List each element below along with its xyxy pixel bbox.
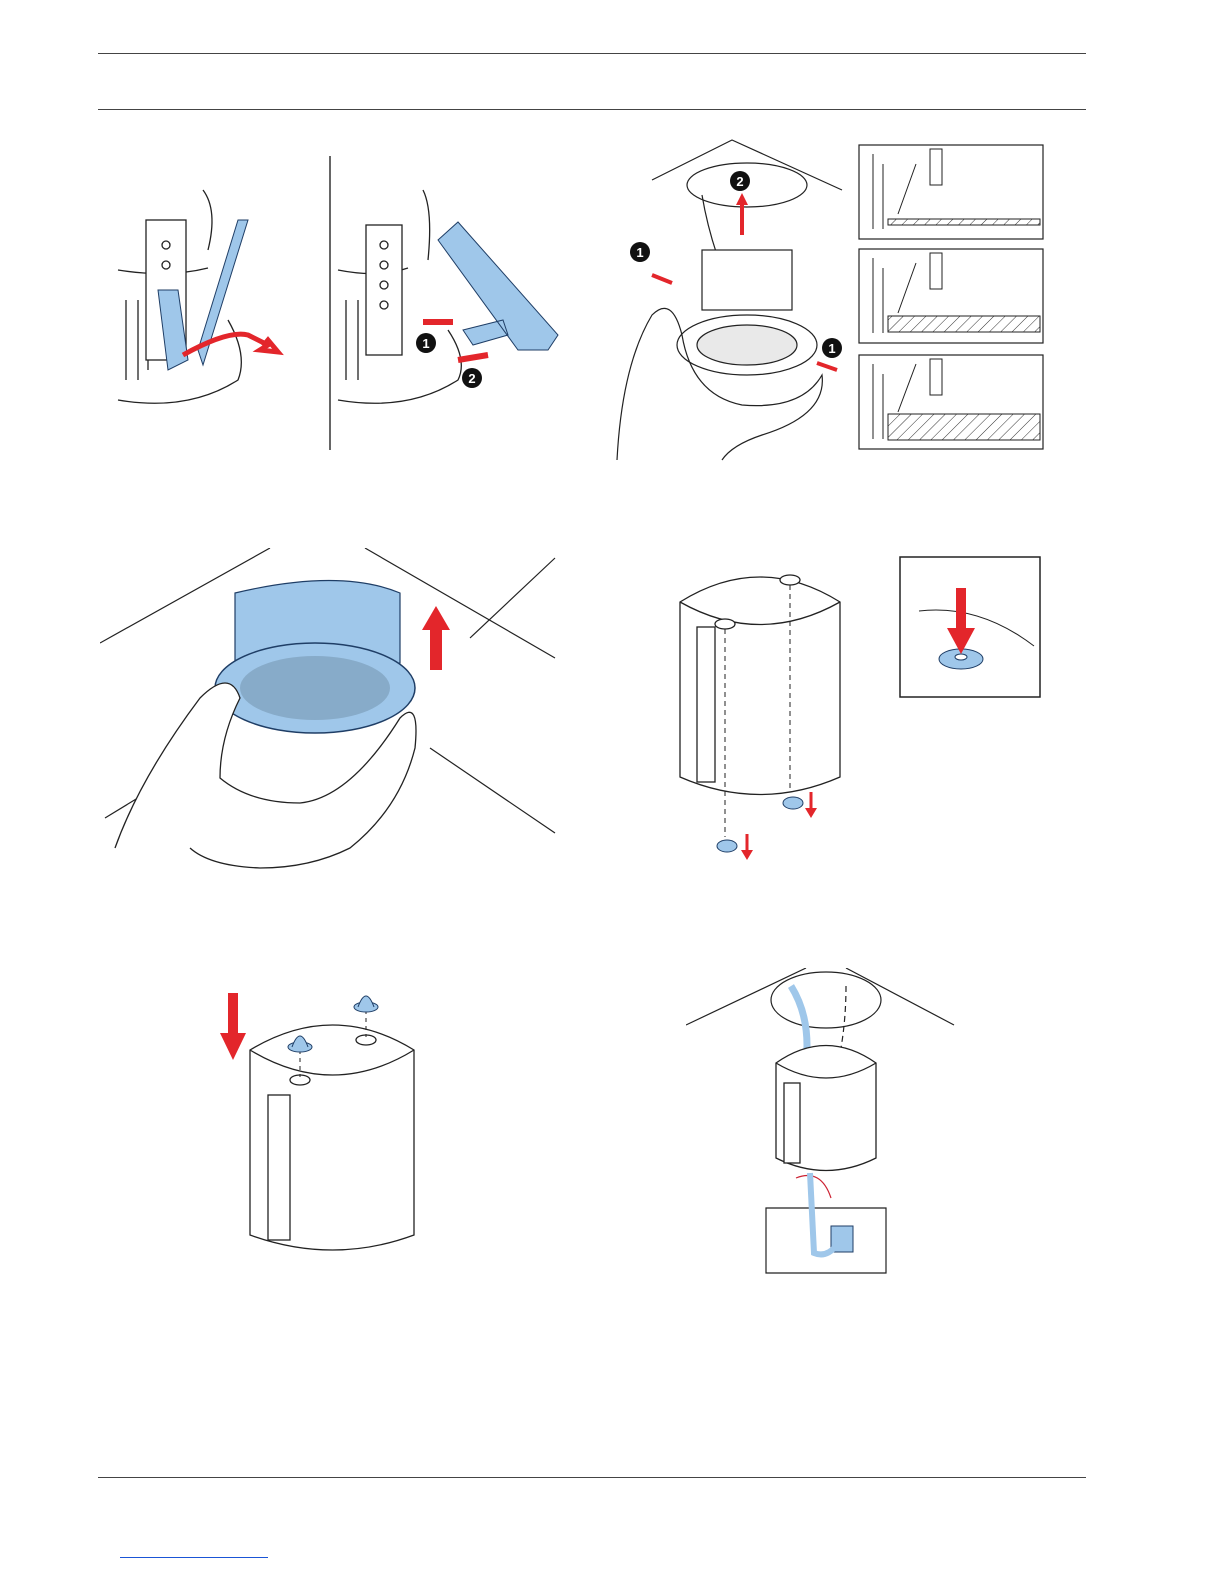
- ceiling-detail-medium: [859, 249, 1043, 343]
- svg-text:1: 1: [636, 245, 643, 260]
- header-rule-bottom: [98, 109, 1086, 110]
- ceiling-detail-thin: [859, 145, 1043, 239]
- grommet: [354, 996, 378, 1012]
- arrow-icon: [183, 334, 278, 355]
- svg-text:1: 1: [828, 341, 835, 356]
- figure-speaker-lift: [100, 548, 560, 878]
- knockout-plug: [783, 797, 803, 809]
- footer-link-underline[interactable]: [120, 1557, 268, 1558]
- ceiling-detail-thick: [859, 355, 1043, 449]
- figure-clip-removal: 1 2: [108, 150, 568, 460]
- svg-text:1: 1: [422, 336, 429, 351]
- speaker-assembly: [766, 1176, 886, 1274]
- svg-text:2: 2: [736, 174, 743, 189]
- step-number-icon: 1: [416, 333, 436, 353]
- arrow-icon: [458, 355, 488, 360]
- step-number-icon: 1: [630, 242, 650, 262]
- spring-clip-right: [438, 222, 558, 350]
- figure-speaker-insert: 1 2 1: [612, 135, 852, 465]
- step-number-icon: 2: [730, 171, 750, 191]
- header-rule-top: [98, 53, 1086, 54]
- arrow-icon: [422, 606, 450, 670]
- figure-knockout-detail: [899, 556, 1043, 702]
- arrow-icon: [220, 993, 246, 1060]
- step-number-icon: 2: [462, 368, 482, 388]
- figure-ceiling-details: [858, 144, 1048, 454]
- figure-can-wiring: [686, 968, 956, 1278]
- knockout-plug: [717, 840, 737, 852]
- footer-rule: [98, 1477, 1086, 1478]
- figure-can-grommets: [218, 985, 418, 1255]
- arrow-icon: [817, 363, 837, 370]
- figure-can-knockouts: [675, 562, 845, 862]
- clip-panel-right: [338, 190, 461, 403]
- svg-text:2: 2: [468, 371, 475, 386]
- arrow-icon: [652, 275, 672, 283]
- step-number-icon: 1: [822, 338, 842, 358]
